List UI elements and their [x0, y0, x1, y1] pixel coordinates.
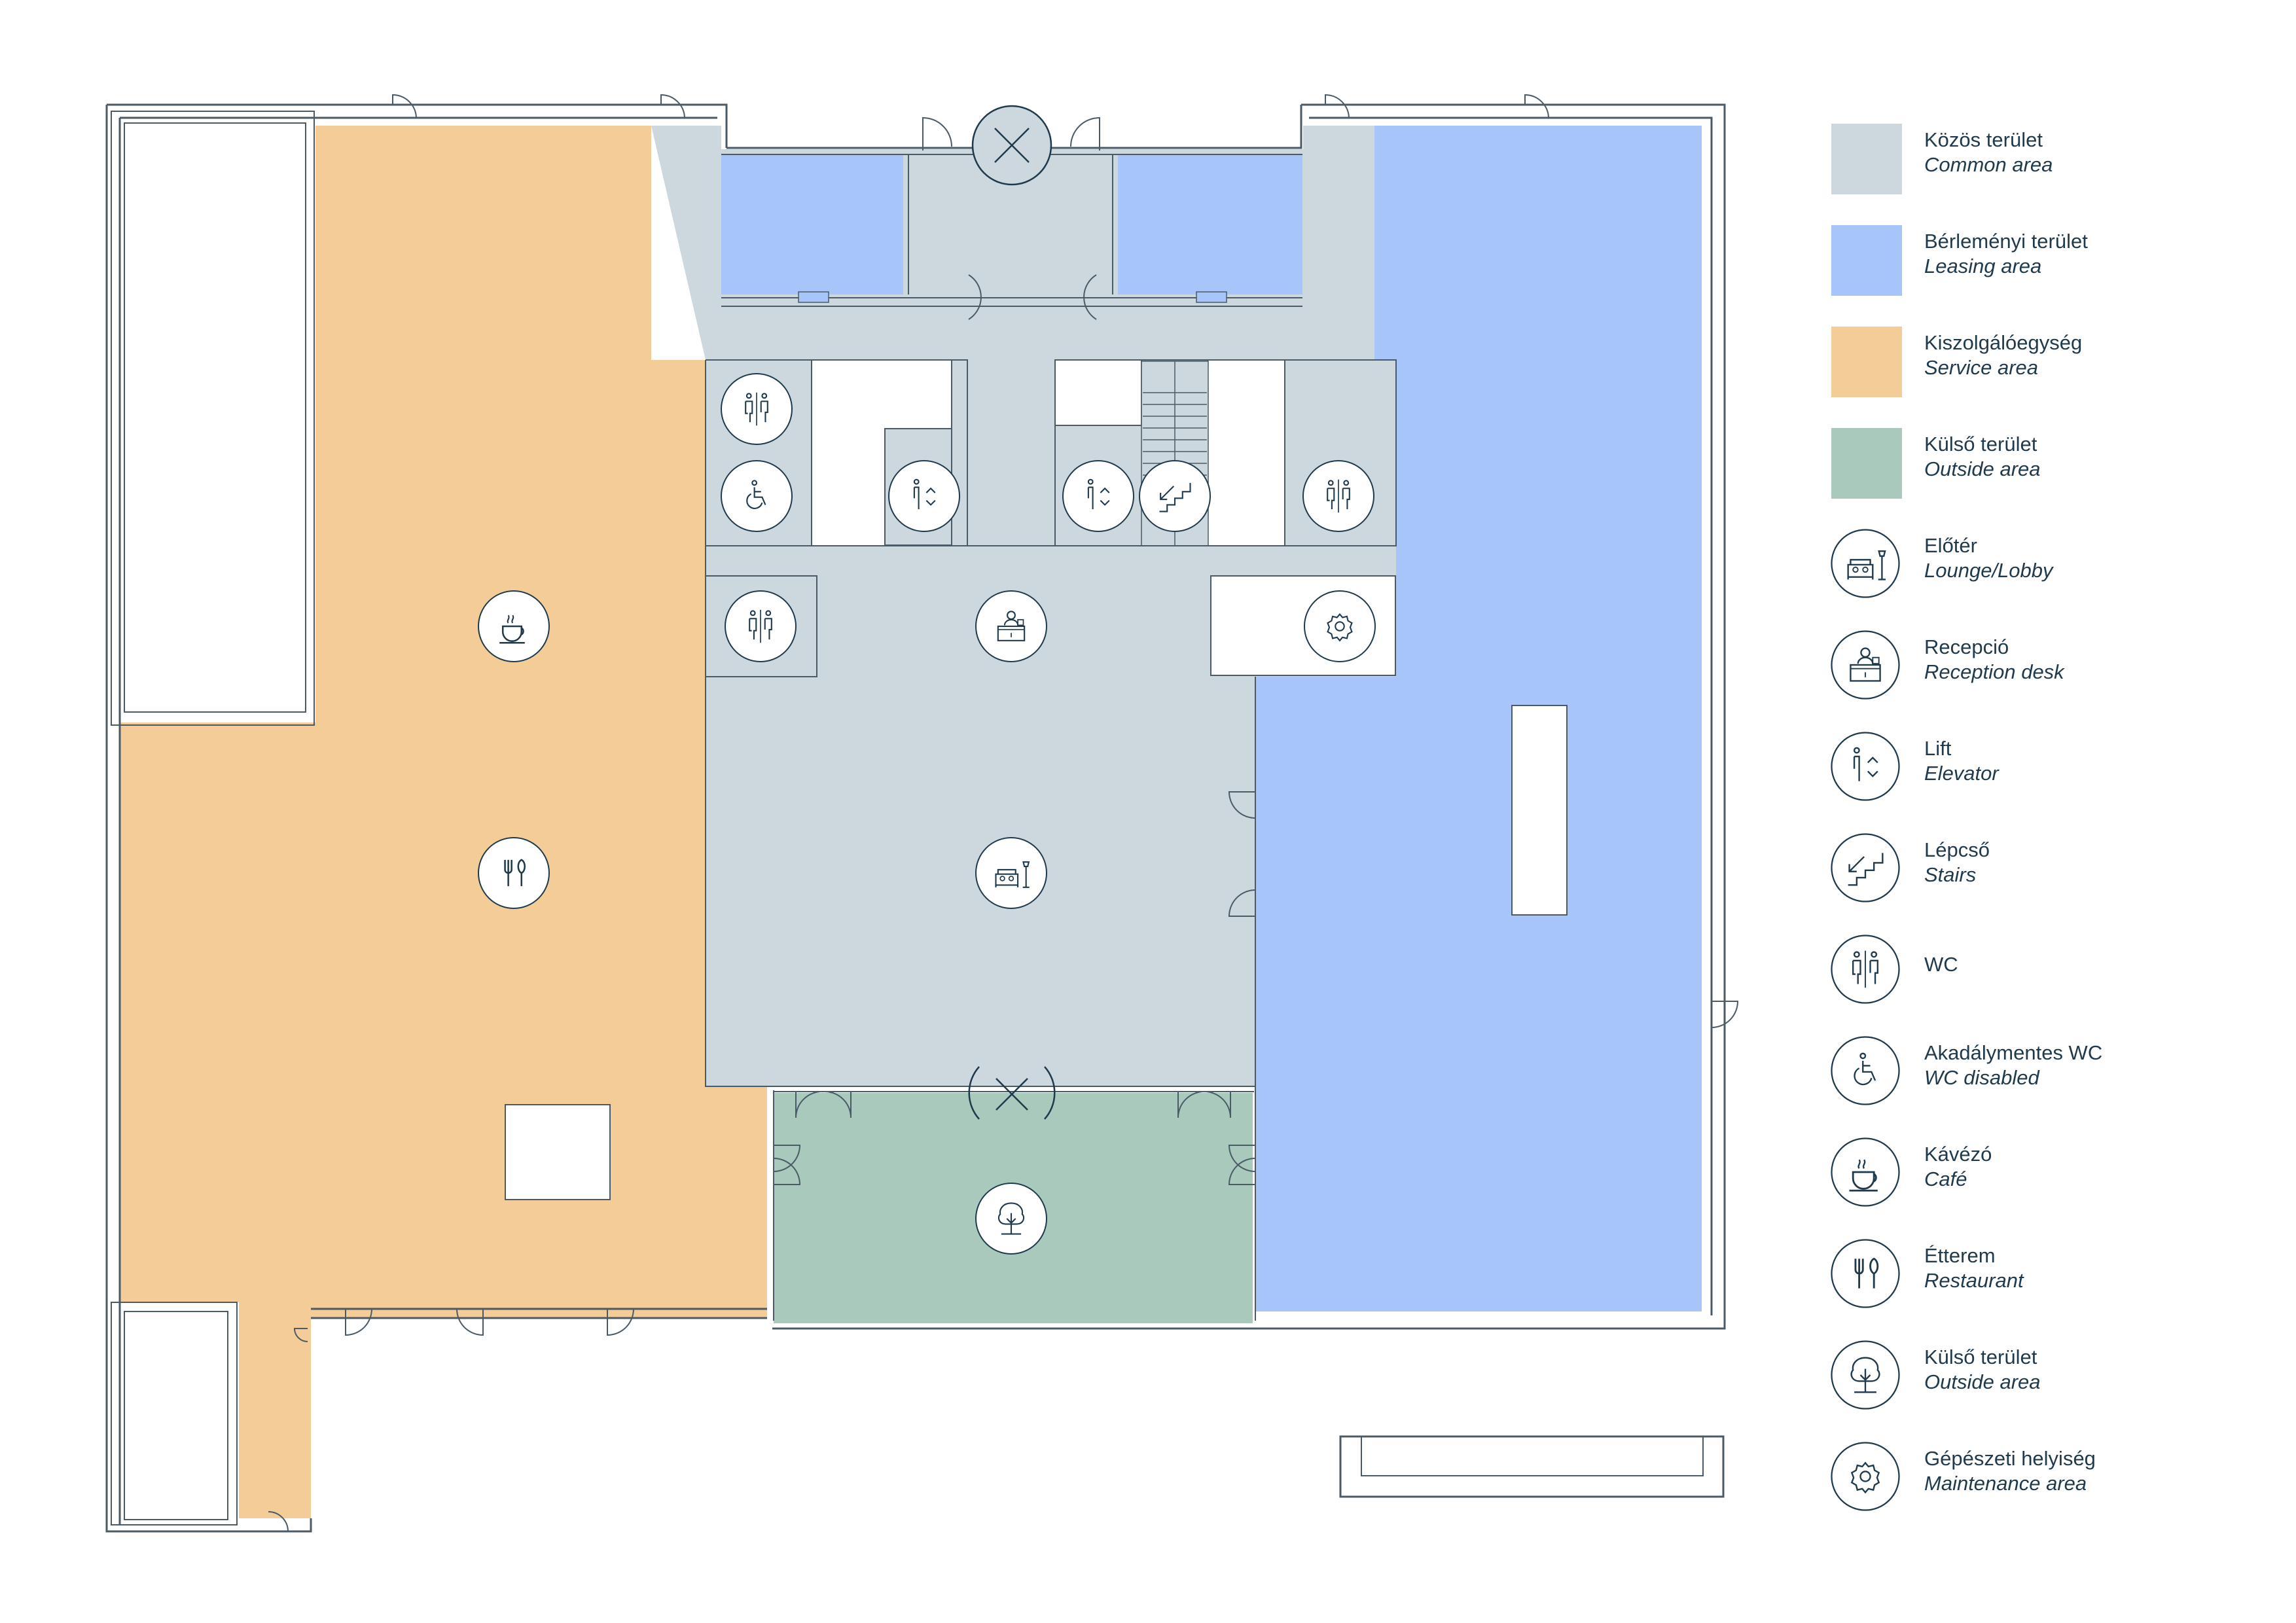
- legend-label-en: Restaurant: [1924, 1269, 2024, 1292]
- legend-label-en: Outside area: [1924, 1370, 2041, 1393]
- wheelchair-icon: [1831, 1036, 1900, 1105]
- plan-cafe-marker: [478, 590, 550, 662]
- plan-lounge-marker: [975, 837, 1047, 909]
- plan-tree-marker: [975, 1183, 1047, 1255]
- legend-label-en: Outside area: [1924, 457, 2041, 480]
- legend-label-en: Reception desk: [1924, 660, 2064, 683]
- gear-icon: [1831, 1442, 1900, 1511]
- stairs-icon: [1831, 833, 1900, 902]
- leasing-area-top-left: [721, 154, 903, 294]
- plan-wc-marker-3: [725, 590, 797, 662]
- floor-plan: [105, 94, 1739, 1533]
- legend-label: Lépcső: [1924, 838, 1990, 861]
- legend-wc: WC: [1826, 933, 2271, 1006]
- legend-label: Előtér: [1924, 534, 1977, 557]
- legend-label: Közös terület: [1924, 128, 2043, 151]
- restaurant-icon: [1831, 1239, 1900, 1308]
- common-area-swatch: [1831, 124, 1902, 194]
- legend-label: Gépészeti helyiség: [1924, 1447, 2096, 1470]
- leasing-area-swatch: [1831, 225, 1902, 296]
- wc-icon: [1831, 935, 1900, 1004]
- plan-elevator-marker-1: [888, 460, 960, 532]
- detached-block: [1339, 1435, 1725, 1498]
- legend-label-en: Service area: [1924, 356, 2039, 379]
- plan-stairs-marker: [1139, 460, 1211, 532]
- leasing-area-top-right: [1118, 154, 1302, 294]
- plan-elevator-marker-2: [1062, 460, 1134, 532]
- legend-label: Recepció: [1924, 635, 2009, 658]
- plan-wc-marker-1: [721, 373, 793, 445]
- legend-label-en: Lounge/Lobby: [1924, 559, 2053, 582]
- plan-restaurant-marker: [478, 837, 550, 909]
- legend-label-en: Leasing area: [1924, 255, 2042, 277]
- legend-label-en: Stairs: [1924, 863, 1977, 886]
- outside-area-swatch: [1831, 428, 1902, 499]
- legend-label-en: Café: [1924, 1168, 1967, 1190]
- legend-label: WC: [1924, 953, 1958, 976]
- shaft-right-b: [1207, 359, 1285, 546]
- plan-wc-marker-2: [1302, 460, 1374, 532]
- plan-reception-marker: [975, 590, 1047, 662]
- legend-label-en: Maintenance area: [1924, 1472, 2087, 1495]
- legend-label: Akadálymentes WC: [1924, 1041, 2103, 1064]
- column: [1511, 705, 1568, 916]
- legend-label: Étterem: [1924, 1244, 1996, 1267]
- service-area-swatch: [1831, 327, 1902, 397]
- legend-label-en: WC disabled: [1924, 1066, 2039, 1089]
- legend-label: Kiszolgálóegység: [1924, 331, 2083, 354]
- elevator-icon: [1831, 732, 1900, 801]
- leasing-area-east: [1255, 126, 1702, 1311]
- legend-label: Külső terület: [1924, 433, 2037, 455]
- legend-label: Kávézó: [1924, 1143, 1992, 1166]
- light-well: [111, 111, 315, 726]
- shaft-right-a: [1054, 359, 1142, 426]
- legend-label: Bérleményi terület: [1924, 230, 2088, 253]
- legend-label-en: Common area: [1924, 153, 2053, 176]
- cafe-icon: [1831, 1137, 1900, 1207]
- service-room: [505, 1104, 611, 1200]
- reception-icon: [1831, 630, 1900, 700]
- lounge-icon: [1831, 529, 1900, 598]
- plan-gear-marker: [1304, 590, 1376, 662]
- tree-icon: [1831, 1340, 1900, 1410]
- legend-label-en: Elevator: [1924, 762, 1999, 785]
- legend-label: Lift: [1924, 737, 1952, 760]
- plan-wheelchair-marker: [721, 460, 793, 532]
- legend-label: Külső terület: [1924, 1346, 2037, 1368]
